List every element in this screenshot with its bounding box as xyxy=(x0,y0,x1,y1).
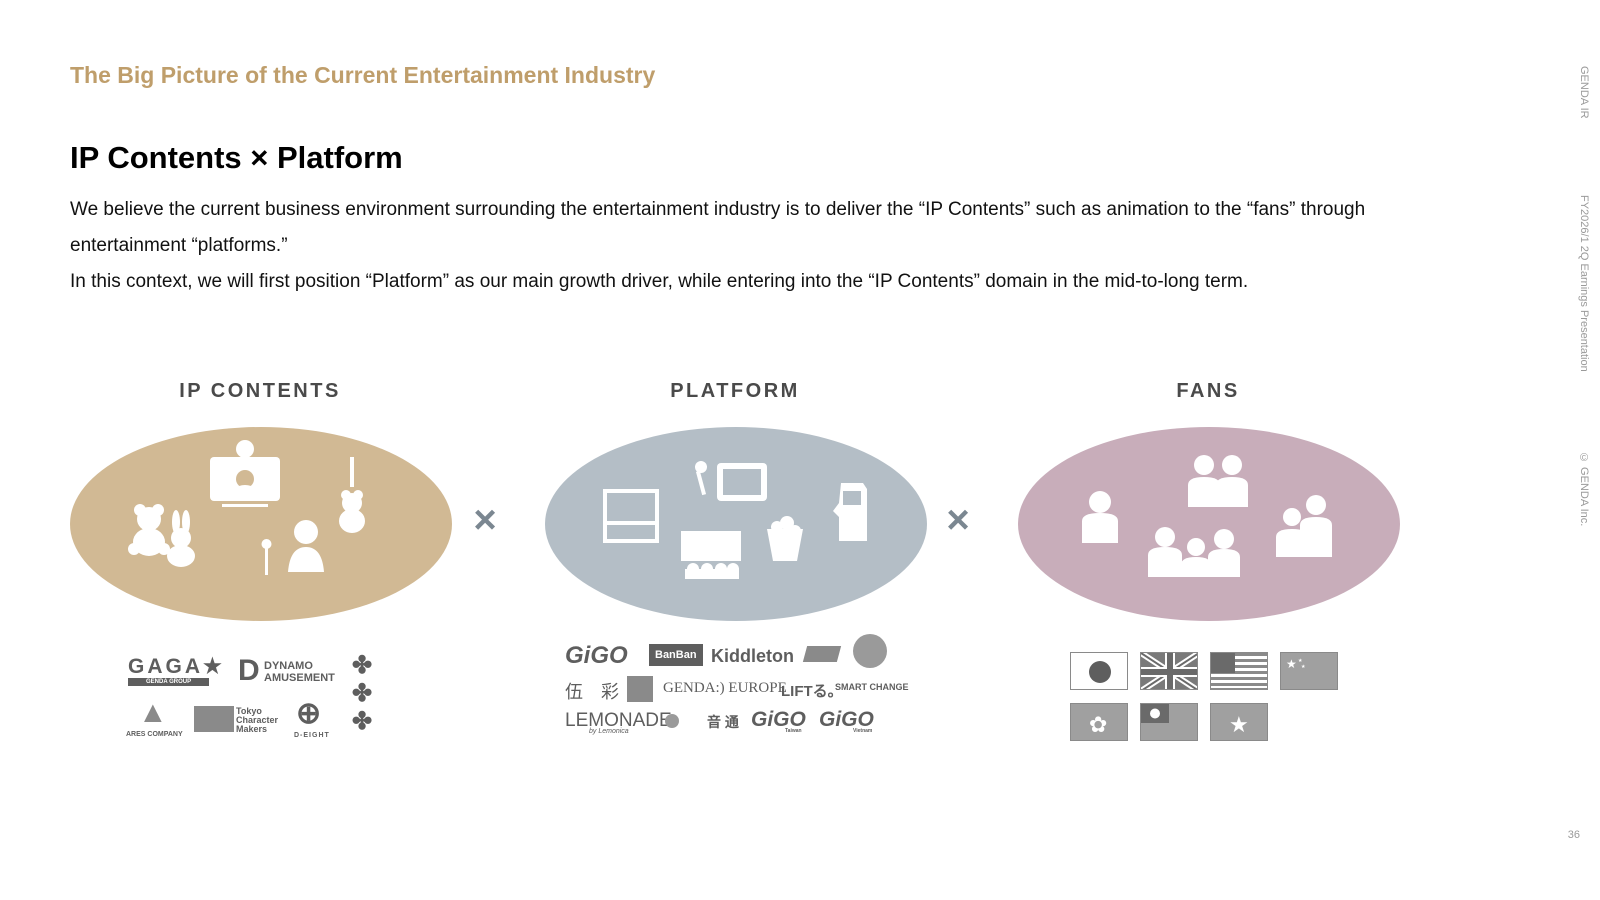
times-operator-1: × xyxy=(473,498,497,542)
go-logo: 伍 xyxy=(565,682,583,702)
cinema-icon xyxy=(681,531,741,579)
deight-mark-icon: ⊕ xyxy=(296,697,322,730)
dynamo-d-icon: D xyxy=(238,654,260,687)
tokyo-logo-line2: Character xyxy=(236,715,279,725)
bunny-icon xyxy=(167,510,195,567)
deight-logo: D-EIGHT xyxy=(294,732,330,739)
page-title: IP Contents × Platform xyxy=(70,140,403,175)
column-title-fans: FANS xyxy=(1176,380,1240,402)
svg-text:✿: ✿ xyxy=(1089,713,1107,738)
gaga-sub-logo: GENDA GROUP xyxy=(128,678,210,686)
gigo-vietnam-sub-logo: Vietnam xyxy=(853,728,873,734)
ip-contents-illustration xyxy=(128,440,365,575)
svg-text:★: ★ xyxy=(1229,713,1249,738)
fan-pair-top-icon xyxy=(1188,455,1248,507)
ip-contents-logos: GAGA★ GENDA GROUP D DYNAMO AMUSEMENT ✤✤✤… xyxy=(120,650,410,750)
fans-ellipse xyxy=(1018,427,1400,621)
page-number: 36 xyxy=(1567,829,1580,841)
idol-singer-icon xyxy=(261,520,324,575)
gigo-logo: GiGO xyxy=(565,642,628,669)
ip-contents-ellipse xyxy=(70,427,452,621)
platform-ellipse xyxy=(545,427,927,621)
entertainment-network-logo xyxy=(853,634,887,668)
intro-text: We believe the current business environm… xyxy=(70,192,1460,300)
column-title-ip-contents: IP CONTENTS xyxy=(179,380,341,402)
section-eyebrow: The Big Picture of the Current Entertain… xyxy=(70,62,656,88)
arcade-machine-icon xyxy=(833,483,867,541)
tokyo-character-makers-mark xyxy=(194,706,234,732)
fan-single-icon xyxy=(1082,491,1118,543)
popcorn-icon xyxy=(767,516,803,561)
flag-japan-icon xyxy=(1070,652,1128,690)
gigo-vietnam-logo: GiGO xyxy=(819,708,874,731)
gaga-logo: GAGA★ xyxy=(128,655,225,678)
intro-paragraph-1: We believe the current business environm… xyxy=(70,199,1366,256)
platform-logos: GiGO BanBan Kiddleton 伍 彩 GENDA:) EUROPE… xyxy=(565,632,909,752)
kiddleton-logo: Kiddleton xyxy=(711,646,794,666)
svg-text:★: ★ xyxy=(1298,658,1303,664)
dynamo-logo: DYNAMO xyxy=(264,660,313,672)
clover-logo-icon: ✤✤✤ xyxy=(352,652,373,735)
fan-pair-right-icon xyxy=(1276,495,1332,557)
fan-group-icon xyxy=(1148,527,1240,577)
lifts-logo: LIFTる。 xyxy=(781,683,843,700)
karaoke-mic-icon xyxy=(695,461,707,496)
lemonade-sub-logo: by Lemonica xyxy=(589,728,629,735)
sai-logo: 彩 xyxy=(601,682,619,702)
sidebar-copyright: © GENDA Inc. xyxy=(1578,452,1590,527)
flag-vietnam-icon: ★ xyxy=(1210,703,1268,741)
genda-europe-logo: GENDA:) EUROPE xyxy=(663,680,787,696)
column-title-platform: PLATFORM xyxy=(670,380,800,402)
flag-united-kingdom-icon xyxy=(1140,652,1198,690)
flag-united-states-icon xyxy=(1210,652,1268,690)
ontsu-mark-icon xyxy=(665,714,679,728)
intro-paragraph-2: In this context, we will first position … xyxy=(70,271,1249,292)
fighting-logo-mark xyxy=(627,676,653,702)
flag-taiwan-icon xyxy=(1140,703,1198,741)
flag-hong-kong-icon: ✿ xyxy=(1070,703,1128,741)
teddy-bear-icon xyxy=(128,504,170,556)
lemonade-logo: LEMONADE xyxy=(565,710,672,731)
bowling-logo xyxy=(802,646,842,662)
fans-illustration xyxy=(1082,455,1332,577)
tokyo-logo-line3: Makers xyxy=(236,724,268,734)
ares-triangle-icon: ▲ xyxy=(138,696,168,729)
gigo-taiwan-sub-logo: Taiwan xyxy=(785,728,802,734)
sidebar-presentation: FY2026/1 2Q Earnings Presentation xyxy=(1578,195,1590,372)
times-operator-2: × xyxy=(946,498,970,542)
smart-change-logo: SMART CHANGE xyxy=(835,682,909,692)
ontsu-logo: 音 通 xyxy=(707,714,739,730)
tokyo-logo-line1: Tokyo xyxy=(236,706,262,716)
bangbang-logo: BanBan xyxy=(649,644,703,666)
sidebar-brand: GENDA IR xyxy=(1578,66,1590,119)
svg-text:★: ★ xyxy=(1301,664,1306,670)
ares-logo: ARES COMPANY xyxy=(126,731,183,738)
gigo-taiwan-logo: GiGO xyxy=(751,708,806,731)
bear-keychain-icon xyxy=(339,457,365,533)
flag-china-icon: ★ ★ ★ xyxy=(1280,652,1338,690)
svg-text:★: ★ xyxy=(1286,657,1297,671)
dynamo-sub-logo: AMUSEMENT xyxy=(264,672,335,684)
crane-game-icon xyxy=(603,489,659,543)
television-icon xyxy=(717,463,767,501)
platform-illustration xyxy=(603,461,867,579)
